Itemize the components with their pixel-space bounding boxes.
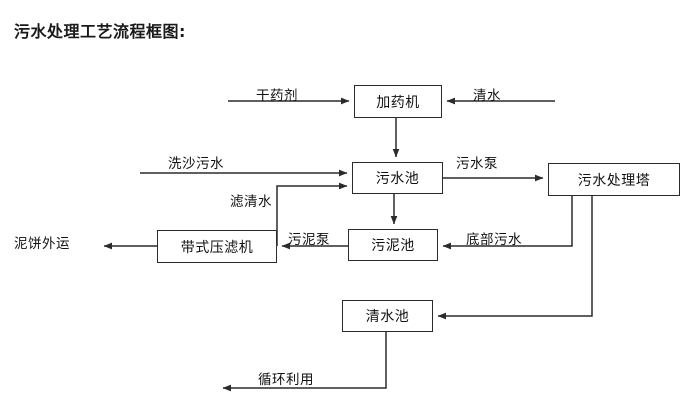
edge-label-sludge-pump: 污泥泵	[288, 232, 330, 248]
edge-label-wastewater-pump: 污水泵	[456, 156, 498, 172]
node-label: 带式压滤机	[180, 239, 254, 256]
node-belt-filter-press[interactable]: 带式压滤机	[157, 230, 277, 263]
page-title: 污水处理工艺流程框图:	[14, 22, 186, 41]
edge-label-bottom-sewage: 底部污水	[466, 232, 522, 248]
node-clean-water-pool[interactable]: 清水池	[342, 300, 433, 332]
node-label: 加药机	[376, 94, 420, 111]
terminal-label-mud-cake-transport: 泥饼外运	[14, 236, 70, 252]
node-label: 污水池	[375, 171, 420, 187]
node-label: 清水池	[365, 309, 410, 325]
node-wastewater-pool[interactable]: 污水池	[352, 162, 443, 194]
edge-tower-to-clean-water-pool	[437, 196, 593, 320]
edge-label-filtered-water: 滤清水	[230, 194, 272, 210]
edge-clean-water-pool-to-reuse	[222, 332, 387, 392]
edge-label-dry-chemical: 干药剂	[256, 88, 298, 104]
edge-label-clean-water-input: 清水	[473, 88, 501, 104]
node-dosing-machine[interactable]: 加药机	[354, 85, 442, 118]
node-label: 污泥池	[371, 238, 415, 254]
edge-tower-to-sludge-pool	[442, 196, 573, 250]
edge-label-sand-wash-wastewater: 洗沙污水	[168, 156, 224, 172]
edge-filtered-water-to-wastewater-pool	[276, 182, 348, 246]
node-sludge-pool[interactable]: 污泥池	[348, 229, 438, 261]
node-label: 污水处理塔	[577, 172, 651, 189]
node-treatment-tower[interactable]: 污水处理塔	[548, 163, 680, 196]
edge-label-recycle-reuse: 循环利用	[258, 372, 314, 388]
